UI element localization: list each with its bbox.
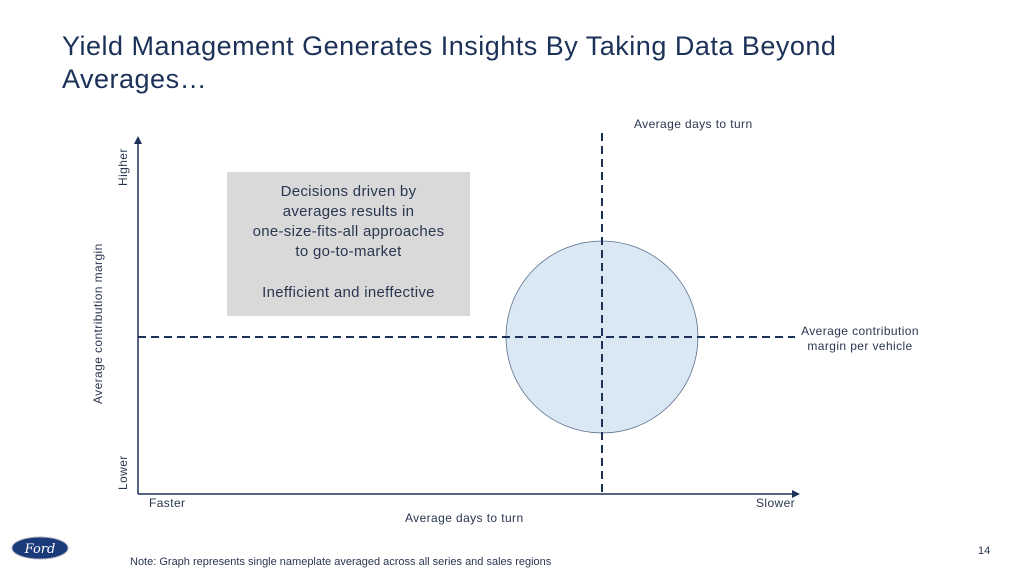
x-axis-arrow-icon: [792, 490, 800, 498]
callout-conclusion: Inefficient and ineffective: [262, 284, 435, 301]
x-axis-label: Average days to turn: [405, 511, 524, 525]
y-low-label: Lower: [116, 455, 130, 490]
horizontal-line-label-2: margin per vehicle: [807, 339, 913, 353]
horizontal-line-label: Average contribution margin per vehicle: [790, 324, 930, 354]
vertical-line-label: Average days to turn: [634, 117, 753, 131]
slide-title: Yield Management Generates Insights By T…: [62, 31, 837, 94]
callout-line: one-size-fits-all approaches: [252, 223, 445, 240]
x-low-label: Faster: [149, 496, 186, 510]
callout-box: Decisions driven by averages results in …: [227, 172, 470, 316]
y-axis-label: Average contribution margin: [91, 243, 105, 404]
x-high-label: Slower: [756, 496, 796, 510]
y-high-label: Higher: [116, 148, 130, 186]
page-number: 14: [978, 545, 991, 557]
horizontal-line-label-1: Average contribution: [801, 324, 919, 338]
callout-line: to go-to-market: [295, 243, 402, 260]
callout-line: Decisions driven by: [280, 183, 417, 200]
svg-text:Ford: Ford: [24, 542, 56, 557]
footnote: Note: Graph represents single nameplate …: [130, 556, 552, 568]
callout-line: averages results in: [282, 203, 415, 220]
ford-logo: Ford: [11, 536, 69, 560]
y-axis-arrow-icon: [134, 136, 142, 144]
